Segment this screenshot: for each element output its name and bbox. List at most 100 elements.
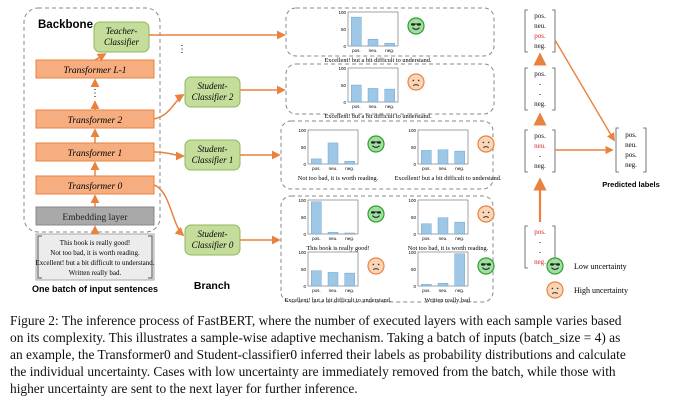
bar-neu [327,272,339,287]
sample-caption: Written really bad. [424,297,472,304]
bar-neu [437,217,449,235]
x-tick-label: pos. [422,166,431,171]
x-tick-label: neu. [439,236,448,241]
bar-pos [351,16,362,47]
label-entry: - [539,152,542,160]
bar-neg [344,161,355,165]
y-tick-label: 100 [408,198,416,203]
sample-caption: Not too bad, it is worth reading. [298,175,379,182]
label-entry: neg. [534,42,546,50]
students-ellipsis: ⋮ [177,44,187,55]
y-tick-label: 100 [298,250,306,255]
bar-neg [344,272,355,287]
predicted-entry: neg. [625,161,637,169]
embedding-layer-label: Embedding layer [62,213,128,223]
student-0-panel: 100 50 0 pos. neu. neg. This book is really go… [280,195,495,304]
x-tick-label: neg. [345,166,354,171]
transformer-1-label: Transformer 1 [68,148,123,159]
x-tick-label: neu. [439,166,448,171]
figure-caption: Figure 2: The inference process of FastB… [10,312,682,397]
student-0-label-2: Classifier 0 [192,240,234,250]
student-1-label-1: Student- [198,144,228,154]
bar-neg [384,88,395,103]
sample-caption: Excellent! but a bit difficult to unders… [394,175,502,182]
x-tick-label: neu. [369,48,378,53]
y-tick-label: 0 [413,232,416,237]
teacher-panel-chart-0: 100 50 0 pos. neu. neg. Excellent! but a bit d… [324,10,432,64]
x-tick-label: neg. [455,288,464,293]
x-tick-label: neg. [455,166,464,171]
x-tick-label: pos. [312,236,321,241]
sample-caption: This book is really good! [306,245,369,252]
y-tick-label: 0 [413,284,416,289]
panel-border [280,120,494,190]
teacher-label-2: Classifier [104,37,140,47]
y-tick-label: 0 [413,162,416,167]
x-tick-label: neu. [329,236,338,241]
y-tick-label: 50 [411,145,417,150]
caption-line-3: an example, the Transformer0 and Student… [10,347,626,362]
x-tick-label: pos. [352,48,361,53]
y-tick-label: 0 [303,284,306,289]
y-tick-label: 0 [343,100,346,105]
legend-low-uncertainty-icon [546,257,564,275]
bar-pos [351,84,362,103]
predicted-entry: neu. [625,141,637,149]
y-tick-label: 50 [411,215,417,220]
bar-neg [454,221,465,235]
y-tick-label: 0 [343,44,346,49]
y-tick-label: 100 [408,250,416,255]
label-column-0: pos.neu.pos.neg. [524,9,556,53]
input-sentence-4: Written really bad. [69,269,122,277]
legend-label: High uncertainty [574,286,628,295]
teacher-classifier-box [93,21,150,53]
label-entry: pos. [534,70,546,78]
label-columns-group: pos.neu.pos.neg.pos.--neg.pos.neu.-neg.p… [524,9,660,299]
label-entry: pos. [534,32,546,40]
low-uncertainty-icon [367,205,385,223]
backbone-title: Backbone [38,19,93,31]
bar-pos [311,270,322,287]
y-tick-label: 100 [298,198,306,203]
bar-neu [367,39,379,47]
caption-line-5: higher uncertainty are sent to the next … [10,381,358,396]
batch-label: One batch of input sentences [32,284,158,294]
bar-neu [327,232,339,235]
legend-label: Low uncertainty [574,262,627,271]
bar-pos [311,201,322,235]
label-entry: neu. [534,142,546,150]
x-tick-label: neg. [385,104,394,109]
y-tick-label: 50 [301,145,307,150]
student-1-panel-chart-1: 100 50 0 pos. neu. neg. Excellent! but a bit d… [394,128,502,182]
transformer-0-label: Transformer 0 [68,181,123,192]
student-1-label-2: Classifier 1 [192,155,234,165]
y-tick-label: 100 [338,10,346,15]
label-entry: neg. [534,100,546,108]
input-sentence-2: Not too bad, it is worth reading. [50,249,140,257]
x-tick-label: neg. [455,236,464,241]
y-tick-label: 50 [341,27,347,32]
bar-neg [344,232,355,235]
input-sentence-3: Excellent! but a bit difficult to unders… [35,259,154,267]
x-tick-label: neg. [385,48,394,53]
predicted-entry: pos. [625,151,637,159]
bar-pos [311,158,322,165]
student-classifier-2-box [184,76,241,108]
panels-group: 100 50 0 pos. neu. neg. Excellent! but a bit d… [280,7,502,304]
bar-neg [454,150,465,165]
high-uncertainty-icon [477,205,495,223]
branch-label: Branch [194,280,230,292]
y-tick-label: 100 [408,128,416,133]
label-entry: pos. [534,12,546,20]
bar-neu [437,149,449,165]
caption-line-2: on its complexity. This illustrates a sa… [10,330,621,345]
bar-pos [421,150,432,165]
sample-caption: Excellent! but a bit difficult to unders… [324,57,432,64]
y-tick-label: 50 [411,267,417,272]
teacher-label-1: Teacher- [106,26,137,36]
label-entry: pos. [534,132,546,140]
